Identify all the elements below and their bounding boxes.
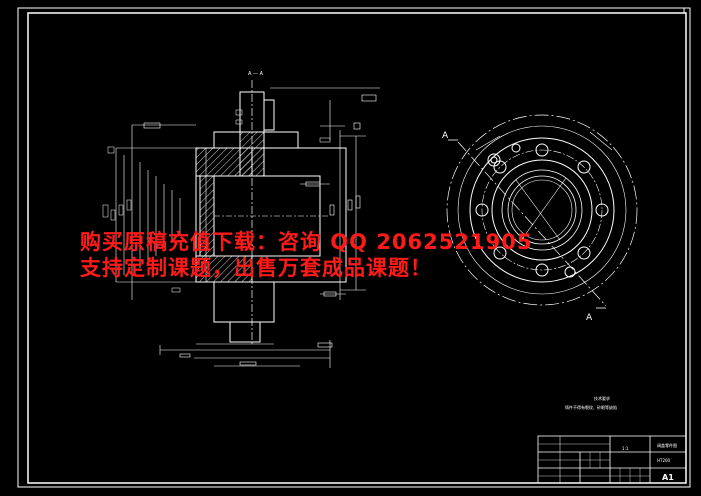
part-name: 阀盖零件图 (657, 442, 677, 448)
view-letter-top: A (442, 131, 449, 141)
technical-notes: 技术要求 铸件不得有裂纹、砂眼等缺陷 (565, 395, 617, 410)
view-letter-bottom: A (586, 313, 593, 323)
flange-circle (469, 137, 615, 283)
scale: 1:1 (622, 446, 629, 451)
tech-notes-line1: 铸件不得有裂纹、砂眼等缺陷 (565, 404, 617, 410)
plan-view: A A (442, 114, 638, 323)
sheet-size: A1 (662, 473, 674, 482)
material: HT200 (657, 458, 671, 463)
hatch-lower (195, 255, 253, 283)
title-block (537, 435, 687, 484)
watermark-line2: 支持定制课题，出售万套成品课题！ (80, 256, 432, 280)
inner-frame (27, 12, 687, 484)
outer-circle (446, 114, 638, 306)
tech-notes-title: 技术要求 (594, 395, 610, 401)
outer-frame (17, 7, 691, 488)
section-label: A — A (248, 71, 264, 77)
watermark-line1: 购买原稿充值下载：咨询 QQ 2062521905 (80, 230, 533, 254)
section-view: A — A (102, 71, 380, 368)
bolt-holes (475, 143, 609, 278)
vertical-dimensions (102, 122, 196, 300)
horizontal-dimensions (159, 100, 345, 368)
